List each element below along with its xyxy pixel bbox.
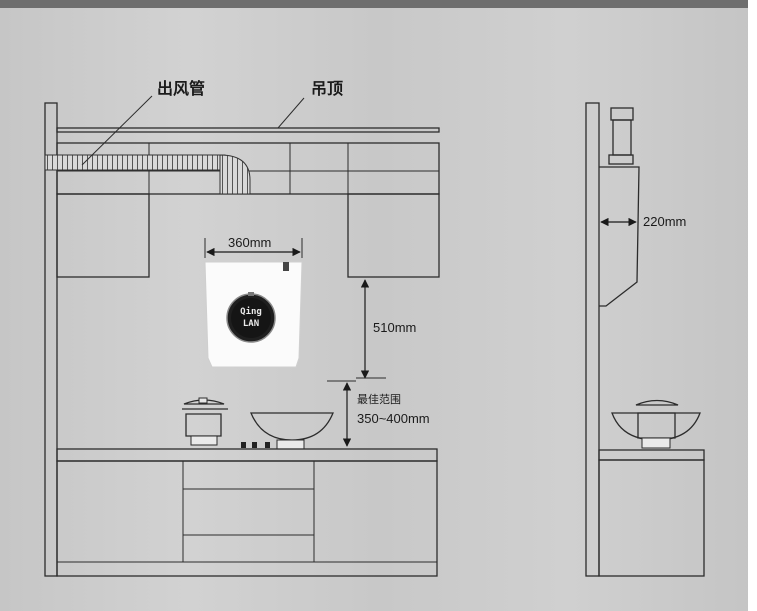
depth-label: 220mm (643, 214, 686, 229)
ceiling-line (56, 127, 440, 133)
front-view: Qing LAN (44, 95, 440, 577)
air-duct-bend (219, 154, 251, 195)
range-hood-unit: Qing LAN (204, 261, 303, 368)
height-gap-label: 510mm (373, 320, 416, 335)
best-range-title: 最佳范围 (357, 392, 401, 406)
side-wall (585, 102, 600, 577)
side-hood-profile (599, 166, 640, 307)
air-duct (44, 154, 226, 171)
brand-line-2: LAN (243, 319, 259, 329)
top-strip (0, 0, 757, 8)
air-duct-label: 出风管 (157, 79, 205, 98)
upper-cabinet-left (56, 193, 150, 278)
ceiling-label: 吊顶 (311, 80, 343, 98)
left-wall (44, 102, 58, 577)
side-view (585, 102, 705, 577)
stock-pot (182, 397, 228, 446)
upper-cabinet-right (347, 193, 440, 278)
width-label: 360mm (228, 235, 271, 250)
base-cabinet (56, 460, 438, 577)
brand-line-1: Qing (240, 306, 262, 317)
side-pot (611, 399, 701, 449)
right-edge (748, 0, 757, 611)
best-range-value: 350~400mm (357, 411, 430, 426)
side-base-cabinet (598, 459, 705, 577)
